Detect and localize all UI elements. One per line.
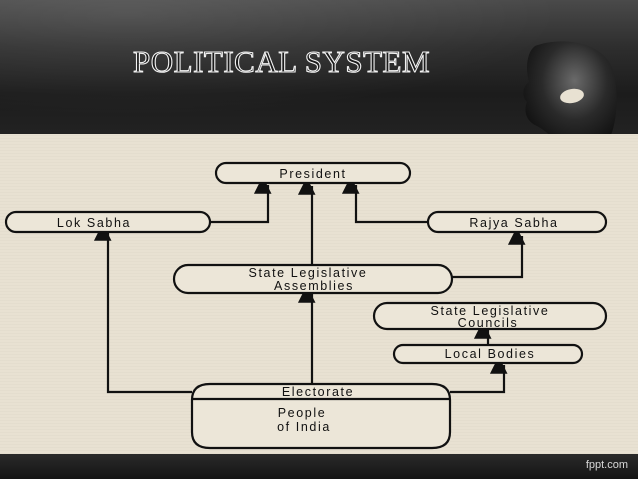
- connector-electorate-local-bodies: [450, 356, 508, 394]
- node-rajya-sabha-shape: [426, 210, 608, 234]
- node-state-assemblies-label-1: State Legislative: [249, 266, 368, 280]
- slide-footer: [0, 454, 638, 479]
- node-people-label-1: People: [278, 406, 327, 420]
- connector-electorate-lok-sabha: [93, 223, 192, 394]
- node-president-label: President: [279, 167, 346, 181]
- node-lok-sabha-shape: [4, 210, 212, 234]
- brand-label: fppt.com: [585, 459, 628, 471]
- node-local-bodies-label: Local Bodies: [445, 347, 536, 361]
- node-state-councils-label-2: Councils: [458, 316, 519, 330]
- connector-assemblies-rajya-sabha: [452, 227, 526, 279]
- node-president-shape: [214, 161, 412, 185]
- node-state-assemblies-shape: [172, 263, 454, 295]
- node-state-councils-label-1: State Legislative: [431, 304, 550, 318]
- connector-lok-sabha-president: [210, 176, 272, 224]
- node-local-bodies-shape: [392, 343, 584, 365]
- connector-rajya-sabha-president: [341, 176, 428, 224]
- node-state-councils-shape: [372, 301, 608, 331]
- node-rajya-sabha-label: Rajya Sabha: [469, 216, 558, 230]
- node-state-assemblies-label-2: Assemblies: [274, 279, 354, 293]
- node-people-label-2: of India: [277, 420, 331, 434]
- node-electorate-label: Electorate: [282, 385, 354, 399]
- node-lok-sabha-label: Lok Sabha: [57, 216, 131, 230]
- slide-title: POLITICAL SYSTEM: [132, 43, 431, 79]
